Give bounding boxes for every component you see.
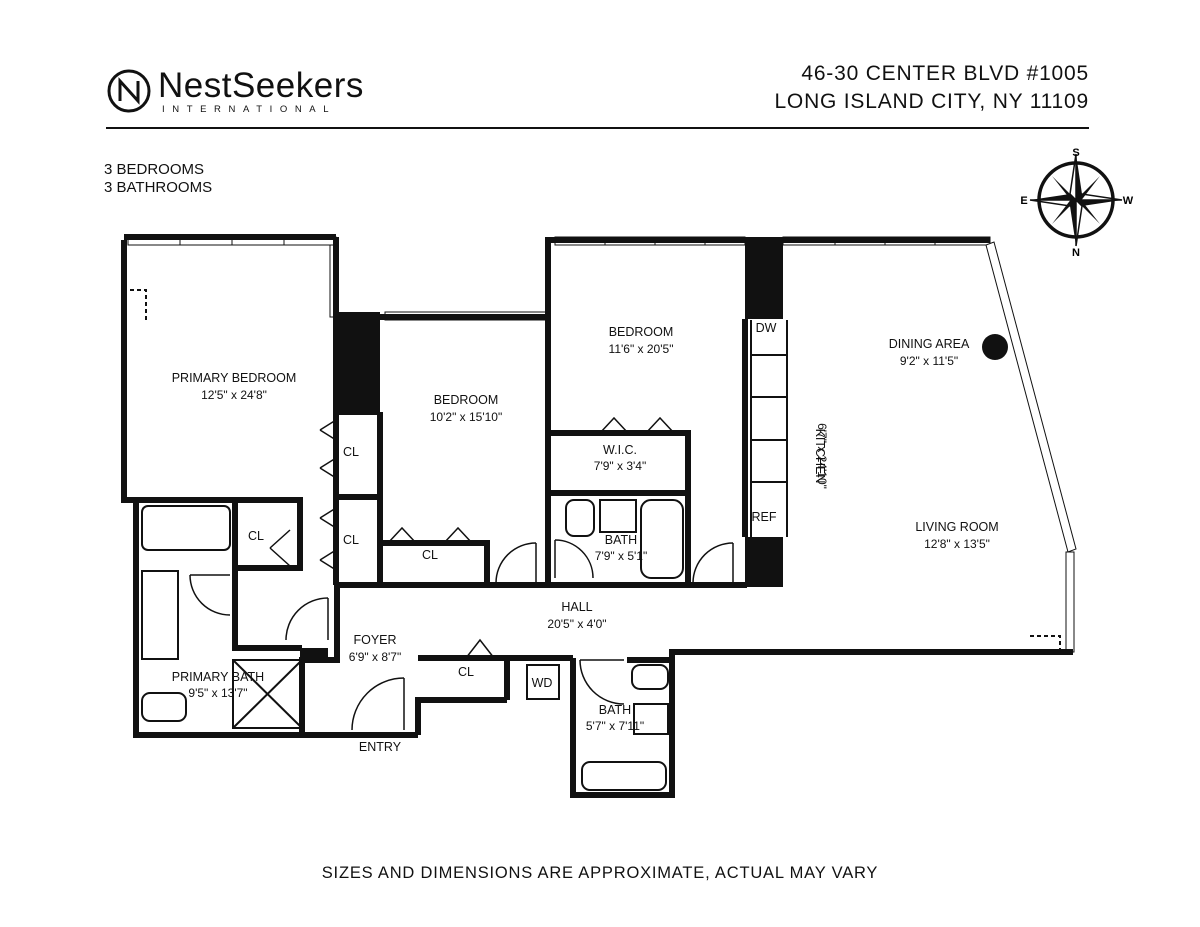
compass-south-label: S [1072,147,1079,159]
dining-area-dims: 9'2" x 11'5" [900,354,958,368]
closet-label: CL [422,548,438,562]
dishwasher-label: DW [756,321,777,335]
dining-area-name: DINING AREA [889,337,970,351]
closet-label: CL [248,529,264,543]
compass-west-label: W [1123,195,1134,207]
thin-walls [130,289,1061,791]
hall-dims: 20'5" x 4'0" [547,617,606,631]
header-divider [106,127,1089,129]
hall-name: HALL [561,600,592,614]
refrigerator-label: REF [752,510,777,524]
living-room-dims: 12'8" x 13'5" [924,537,990,551]
compass-north-label: N [1072,247,1080,259]
disclaimer-text: SIZES AND DIMENSIONS ARE APPROXIMATE, AC… [321,864,879,882]
bedroom-3-dims: 11'6" x 20'5" [609,342,674,356]
closet-label: CL [343,533,359,547]
bath-lower-name: BATH [599,703,631,717]
primary-bedroom-dims: 12'5" x 24'8" [201,388,267,402]
foyer-name: FOYER [353,633,396,647]
closet-label: CL [458,665,474,679]
fixture-labels: CL CL CL CL CL DW REF WD ENTRY [248,321,777,754]
bath-lower-dims: 5'7" x 7'11" [586,719,644,733]
kitchen-dims: 6'7" x 24'10" [815,423,829,489]
kitchen-name: KITCHEN [813,429,827,484]
address-line-1: 46-30 CENTER BLVD #1005 [801,62,1089,85]
logo-mark-icon [107,69,151,113]
foyer-dims: 6'9" x 8'7" [349,650,401,664]
primary-bath-name: PRIMARY BATH [172,670,264,684]
bath-middle-name: BATH [605,533,637,547]
primary-bath-dims: 9'5" x 13'7" [188,686,247,700]
nestseekers-logo: NestSeekers INTERNATIONAL [106,66,366,118]
door-swings [189,416,734,731]
washer-dryer-label: WD [532,676,553,690]
room-labels: PRIMARY BEDROOM 12'5" x 24'8" BEDROOM 10… [172,325,999,733]
living-room-name: LIVING ROOM [915,520,998,534]
bedroom-3-name: BEDROOM [609,325,674,339]
compass-rose-icon: S N E W [1020,147,1134,259]
address-line-2: LONG ISLAND CITY, NY 11109 [774,90,1089,113]
light-fixture-icon [982,334,1008,360]
logo-wordmark: NestSeekers [158,66,364,105]
compass-east-label: E [1020,195,1027,207]
bedroom-count: 3 BEDROOMS [104,161,205,178]
structural-columns [300,237,783,662]
closet-label: CL [343,445,359,459]
bathroom-count: 3 BATHROOMS [104,179,213,196]
wic-name: W.I.C. [603,443,637,457]
logo-tagline: INTERNATIONAL [162,104,337,115]
bedroom-2-name: BEDROOM [434,393,499,407]
wic-dims: 7'9" x 3'4" [594,459,646,473]
bath-middle-dims: 7'9" x 5'1" [595,549,647,563]
bedroom-2-dims: 10'2" x 15'10" [430,410,503,424]
entry-label: ENTRY [359,740,402,754]
primary-bedroom-name: PRIMARY BEDROOM [172,371,297,385]
